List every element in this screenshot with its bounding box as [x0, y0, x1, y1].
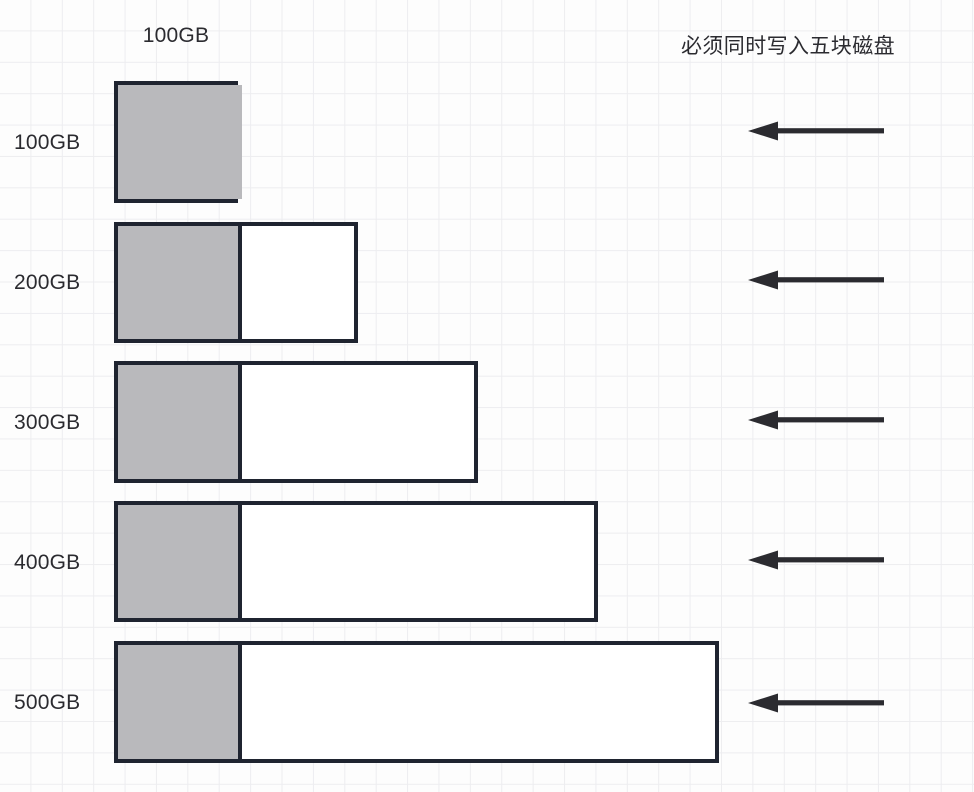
write-arrow-2	[748, 268, 884, 292]
row-label-4: 400GB	[14, 551, 81, 574]
disk-bar-1[interactable]	[114, 81, 242, 203]
disk-bar-1-used	[118, 85, 242, 199]
write-arrow-3	[748, 408, 884, 432]
disk-bar-4[interactable]	[114, 501, 598, 622]
row-label-3: 300GB	[14, 411, 81, 434]
disk-bar-5[interactable]	[114, 641, 719, 763]
row-label-2: 200GB	[14, 271, 81, 294]
disk-bar-3[interactable]	[114, 361, 478, 483]
disk-bar-4-used	[118, 505, 242, 618]
row-label-1: 100GB	[14, 131, 81, 154]
write-arrow-4	[748, 548, 884, 572]
write-arrow-1	[748, 119, 884, 143]
column-label-used: 100GB	[142, 24, 210, 47]
write-arrow-5	[748, 691, 884, 715]
annotation-text: 必须同时写入五块磁盘	[681, 35, 895, 58]
row-label-5: 500GB	[14, 691, 81, 714]
disk-bar-2[interactable]	[114, 222, 358, 343]
disk-bar-5-used	[118, 645, 242, 759]
disk-bar-3-used	[118, 365, 242, 479]
disk-bar-2-used	[118, 226, 242, 339]
